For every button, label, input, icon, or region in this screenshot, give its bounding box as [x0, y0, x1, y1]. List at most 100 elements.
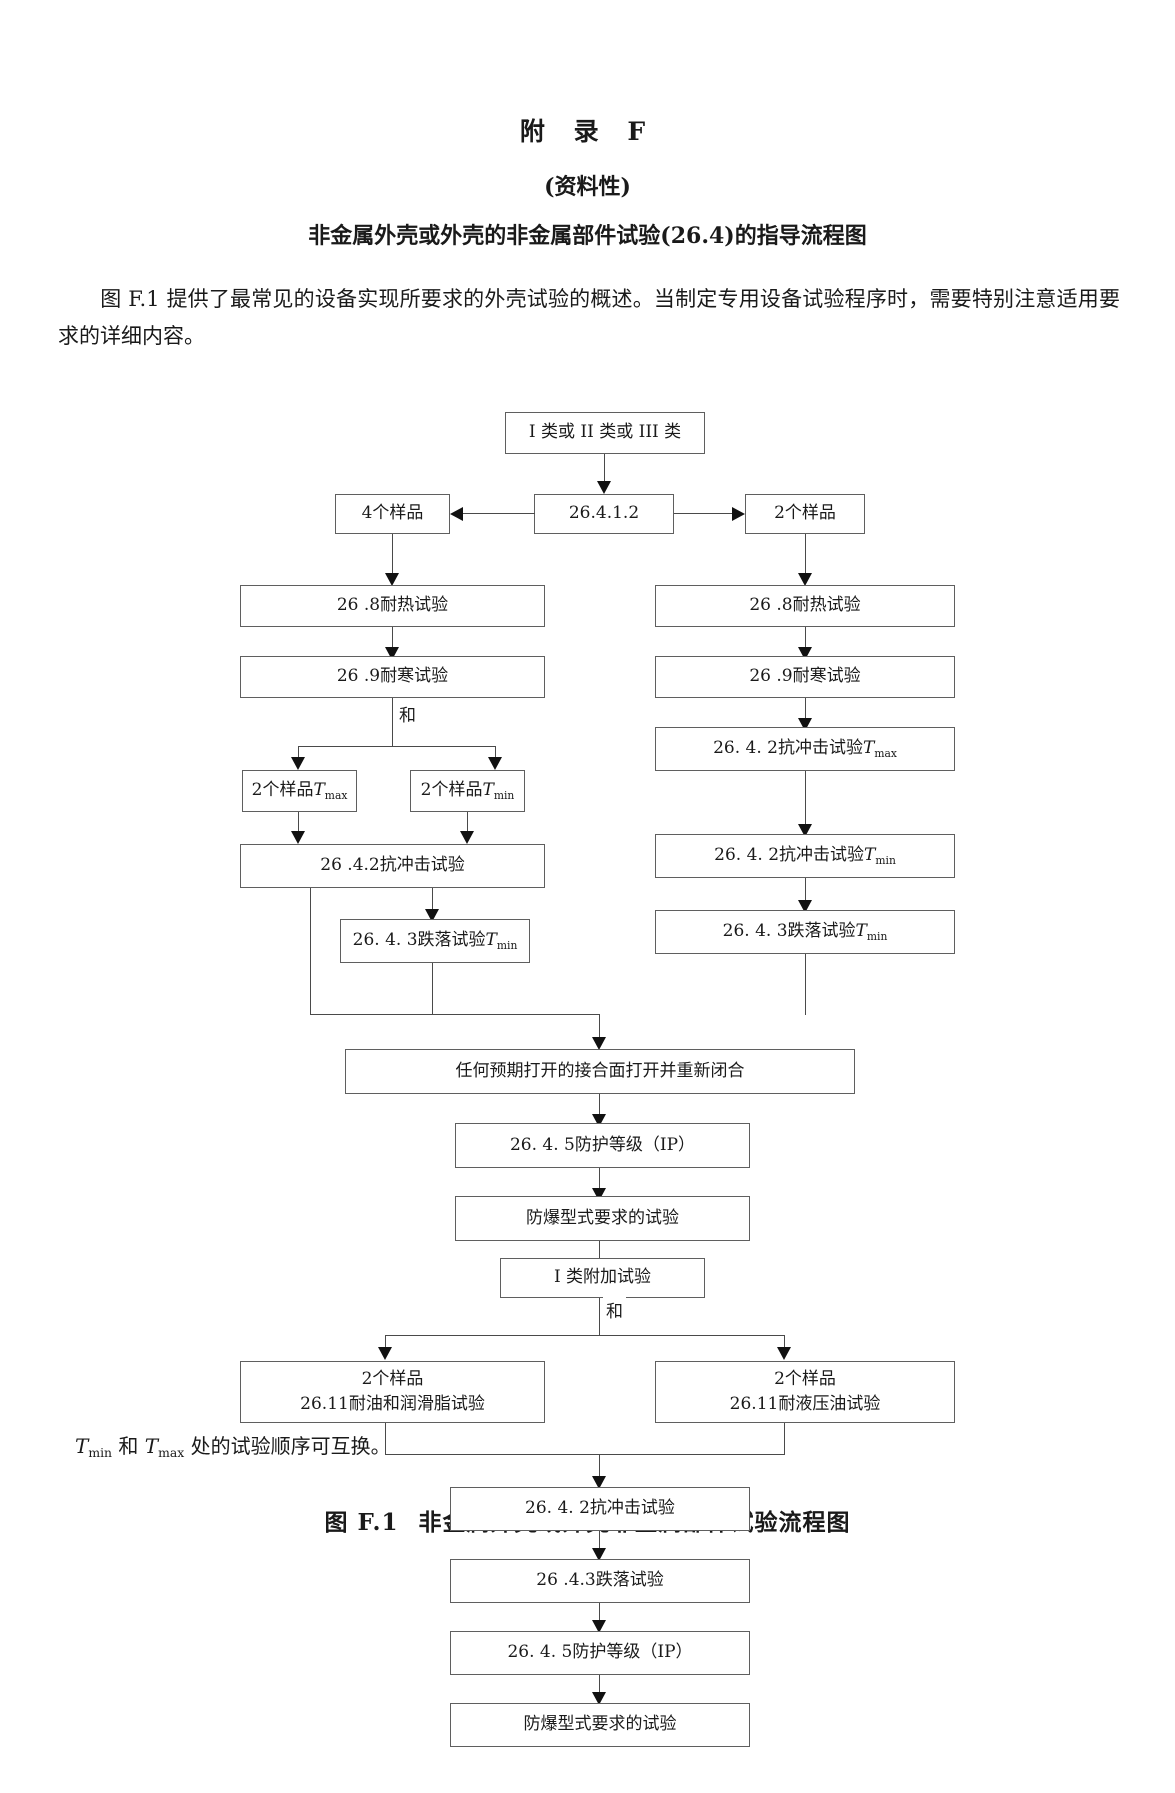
node-right-cold-test: 26 .9耐寒试验	[655, 656, 955, 698]
node-hydraulic-oil-test: 2个样品 26.11耐液压油试验	[655, 1361, 955, 1423]
appendix-subject: 非金属外壳或外壳的非金属部件试验(26.4)的指导流程图	[308, 223, 867, 249]
node-text: 2个样品	[420, 780, 483, 801]
figure-note: Tmin 和 Tmax 处的试验顺序可互换。	[75, 1422, 1175, 1461]
connector-line	[467, 812, 469, 834]
arrow-down-icon	[798, 900, 812, 913]
connector-line	[674, 513, 732, 515]
connector-line	[604, 454, 606, 484]
appendix-kind: (资料性)	[544, 174, 631, 200]
arrow-down-icon	[592, 1476, 606, 1489]
node-bottom-impact-test: 26. 4. 2抗冲击试验	[450, 1487, 750, 1531]
connector-line	[784, 1423, 786, 1455]
connector-line	[599, 1168, 601, 1201]
node-text: 26. 4. 2抗冲击试验	[714, 845, 865, 866]
connector-line	[385, 1335, 785, 1337]
connector-line	[392, 534, 394, 576]
node-right-drop-test: 26. 4. 3跌落试验Tmin	[655, 910, 955, 954]
note-post-text: 处的试验顺序可互换。	[184, 1434, 391, 1458]
connector-line	[805, 534, 807, 576]
connector-line	[392, 698, 394, 747]
arrow-down-icon	[291, 831, 305, 844]
arrow-down-icon	[592, 1620, 606, 1633]
node-left-heat-test: 26 .8耐热试验	[240, 585, 545, 627]
connector-line	[432, 963, 434, 1015]
node-four-samples: 4个样品	[335, 494, 450, 534]
arrow-down-icon	[460, 831, 474, 844]
node-right-impact-tmax: 26. 4. 2抗冲击试验Tmax	[655, 727, 955, 771]
label-and-upper: 和	[396, 701, 419, 726]
node-text-line1: 2个样品	[774, 1369, 836, 1390]
connector-line	[385, 1423, 387, 1455]
connector-line	[599, 1014, 601, 1041]
node-class-i-additional: I 类附加试验	[500, 1258, 705, 1298]
arrow-down-icon	[291, 757, 305, 770]
symbol-t: T	[482, 780, 494, 801]
connector-line	[599, 1454, 601, 1480]
node-left-impact-test: 26 .4.2抗冲击试验	[240, 844, 545, 888]
node-explosion-test-2: 防爆型式要求的试验	[450, 1703, 750, 1747]
node-bottom-drop-test: 26 .4.3跌落试验	[450, 1559, 750, 1603]
node-ip-rating-2: 26. 4. 5防护等级（IP）	[450, 1631, 750, 1675]
node-clause-26412: 26.4.1.2	[534, 494, 674, 534]
connector-line	[784, 1335, 786, 1350]
node-text-line1: 2个样品	[361, 1369, 424, 1390]
symbol-t: T	[864, 845, 876, 866]
symbol-t-max: T	[144, 1434, 159, 1458]
connector-line	[298, 746, 496, 748]
connector-line	[599, 1603, 601, 1625]
connector-line	[463, 513, 535, 515]
connector-line	[385, 1335, 387, 1350]
node-text-line2: 26.11耐液压油试验	[729, 1394, 881, 1414]
arrow-down-icon	[777, 1347, 791, 1360]
symbol-t: T	[862, 738, 875, 759]
node-text-line2: 26.11耐油和润滑脂试验	[300, 1394, 485, 1414]
arrow-left-icon	[450, 507, 463, 521]
connector-line	[805, 878, 807, 913]
connector-line	[805, 627, 807, 660]
node-left-two-samples-tmin: 2个样品Tmin	[410, 770, 525, 812]
subscript-min: min	[866, 929, 888, 943]
label-and-lower: 和	[603, 1297, 626, 1322]
subscript-max: max	[158, 1445, 185, 1461]
connector-line	[392, 627, 394, 660]
symbol-t: T	[485, 930, 497, 951]
arrow-down-icon	[385, 573, 399, 586]
appendix-title: 附 录 F	[519, 117, 656, 146]
connector-line	[495, 746, 497, 761]
node-class-types: I 类或 II 类或 III 类	[505, 412, 705, 454]
arrow-down-icon	[592, 1692, 606, 1705]
connector-line	[385, 1454, 785, 1456]
flowchart: I 类或 II 类或 III 类 4个样品 26.4.1.2 2个样品 26 .…	[0, 365, 1175, 1747]
connector-line	[805, 954, 807, 1015]
connector-line	[599, 1675, 601, 1697]
arrow-down-icon	[798, 824, 812, 837]
arrow-down-icon	[798, 573, 812, 586]
connector-line	[310, 888, 312, 1015]
node-explosion-test-1: 防爆型式要求的试验	[455, 1196, 750, 1241]
subscript-min: min	[496, 938, 518, 952]
arrow-down-icon	[592, 1548, 606, 1561]
connector-line	[805, 771, 807, 838]
arrow-down-icon	[592, 1037, 606, 1050]
connector-line	[599, 1241, 601, 1259]
connector-line	[310, 1014, 600, 1016]
connector-line	[432, 888, 434, 922]
connector-line	[599, 1531, 601, 1553]
node-right-impact-tmin: 26. 4. 2抗冲击试验Tmin	[655, 834, 955, 878]
connector-line	[599, 1094, 601, 1127]
connector-line	[298, 746, 300, 761]
arrow-down-icon	[488, 757, 502, 770]
subscript-min: min	[875, 853, 896, 867]
subscript-min: min	[88, 1445, 113, 1461]
note-mid-text: 和	[112, 1434, 145, 1458]
node-left-two-samples-tmax: 2个样品Tmax	[242, 770, 357, 812]
node-text: 2个样品	[251, 780, 314, 801]
figure-number: 图 F.1	[324, 1509, 399, 1536]
arrow-right-icon	[732, 507, 745, 521]
node-reopen-joints: 任何预期打开的接合面打开并重新闭合	[345, 1049, 855, 1094]
intro-paragraph: 图 F.1 提供了最常见的设备实现所要求的外壳试验的概述。当制定专用设备试验程序…	[58, 281, 1120, 355]
symbol-t-min: T	[75, 1434, 89, 1458]
intro-text: 图 F.1 提供了最常见的设备实现所要求的外壳试验的概述。当制定专用设备试验程序…	[58, 287, 1120, 348]
subscript-max: max	[874, 746, 897, 760]
